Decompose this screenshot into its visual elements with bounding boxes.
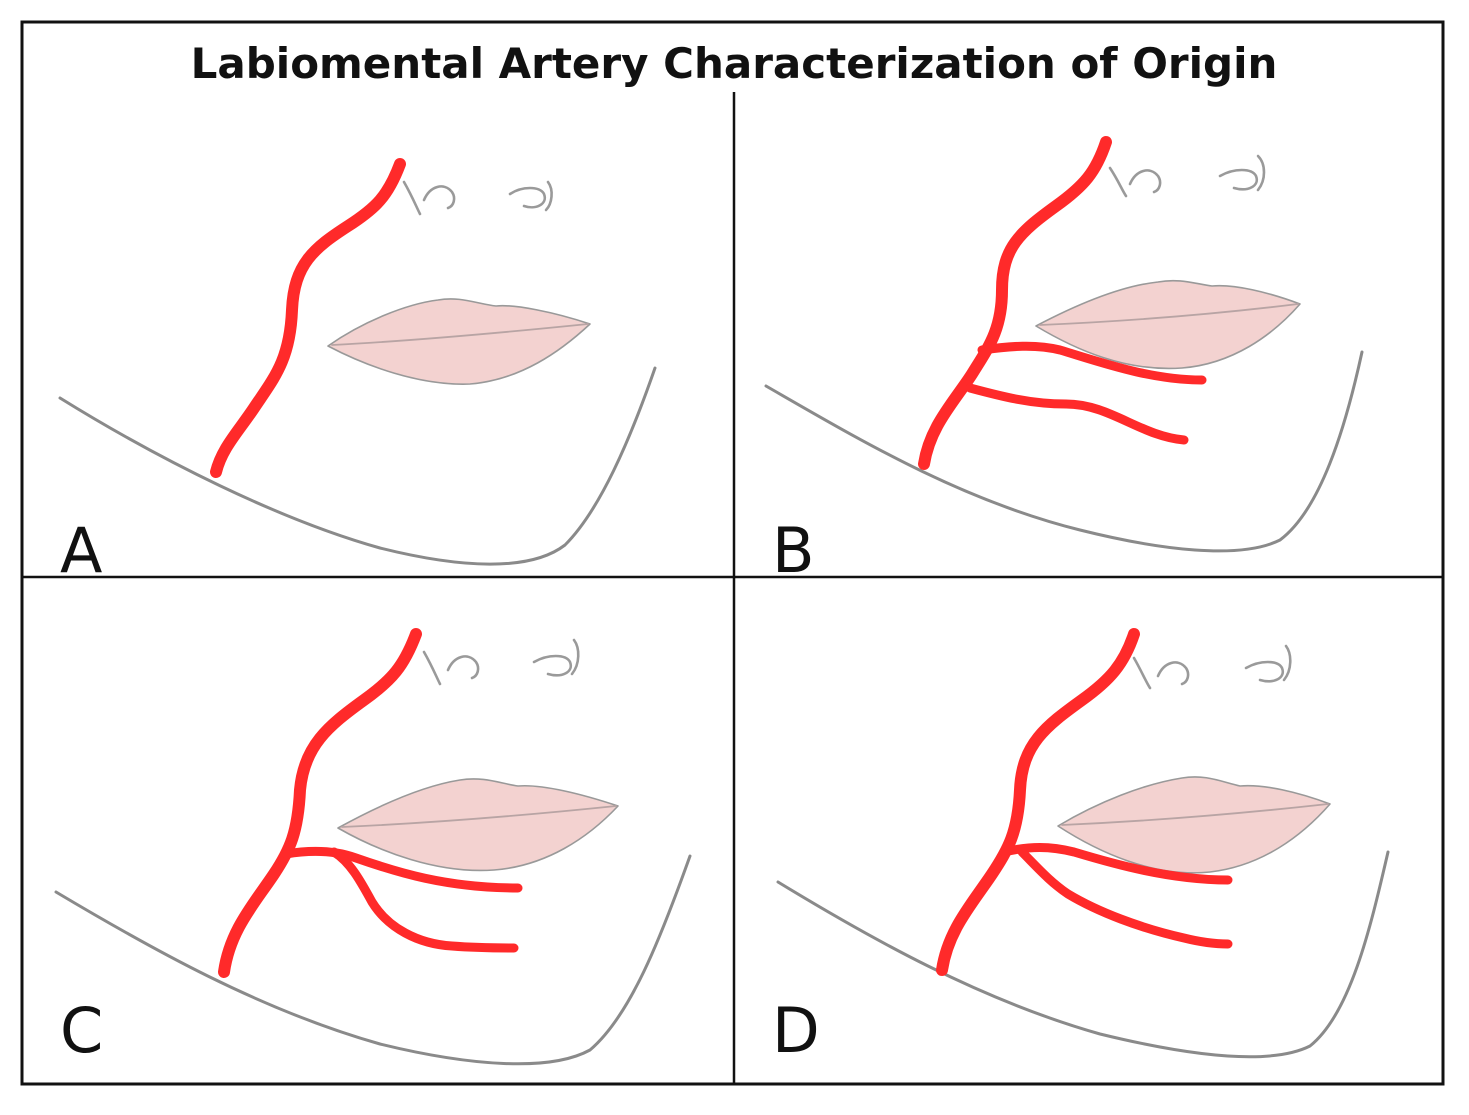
figure-title: Labiomental Artery Characterization of O… bbox=[191, 39, 1278, 88]
jaw-outline bbox=[764, 350, 1364, 553]
lips bbox=[337, 778, 619, 872]
jaw-outline bbox=[58, 366, 657, 566]
panel-a: A bbox=[58, 158, 657, 587]
panel-label-c: C bbox=[60, 994, 103, 1067]
inferior-labial-branch bbox=[977, 341, 1207, 385]
nostril-right bbox=[532, 638, 580, 677]
panel-label-d: D bbox=[772, 994, 820, 1067]
lips bbox=[1035, 279, 1301, 370]
nostril-left bbox=[1132, 656, 1190, 690]
panel-c: C bbox=[54, 628, 692, 1067]
panel-b: B bbox=[764, 136, 1364, 587]
lip-seam bbox=[1039, 303, 1299, 326]
inferior-labial-branch bbox=[999, 843, 1233, 885]
labiomental-branch bbox=[965, 383, 1189, 445]
nostril-right bbox=[1218, 154, 1266, 192]
nostril-left bbox=[422, 650, 480, 686]
facial-artery-trunk bbox=[218, 628, 422, 978]
lip-seam bbox=[341, 805, 617, 828]
nostril-right bbox=[508, 180, 553, 212]
figure-frame bbox=[20, 20, 1445, 1086]
lip-seam bbox=[1061, 803, 1329, 826]
labiomental-branch bbox=[329, 847, 519, 953]
panel-label-b: B bbox=[772, 514, 815, 587]
nostril-left bbox=[1108, 166, 1162, 198]
jaw-outline bbox=[54, 854, 692, 1066]
facial-artery-trunk bbox=[210, 158, 406, 478]
facial-artery-trunk bbox=[936, 628, 1140, 976]
panel-label-a: A bbox=[60, 514, 102, 587]
lips bbox=[327, 298, 591, 385]
labiomental-branch bbox=[1017, 847, 1233, 949]
nostril-right bbox=[1244, 644, 1292, 683]
nostril-left bbox=[402, 180, 456, 216]
jaw-outline bbox=[776, 850, 1390, 1059]
facial-artery-trunk bbox=[918, 136, 1112, 470]
inferior-labial-branch bbox=[281, 846, 523, 893]
panel-d: D bbox=[772, 628, 1390, 1067]
lip-seam bbox=[331, 323, 589, 346]
